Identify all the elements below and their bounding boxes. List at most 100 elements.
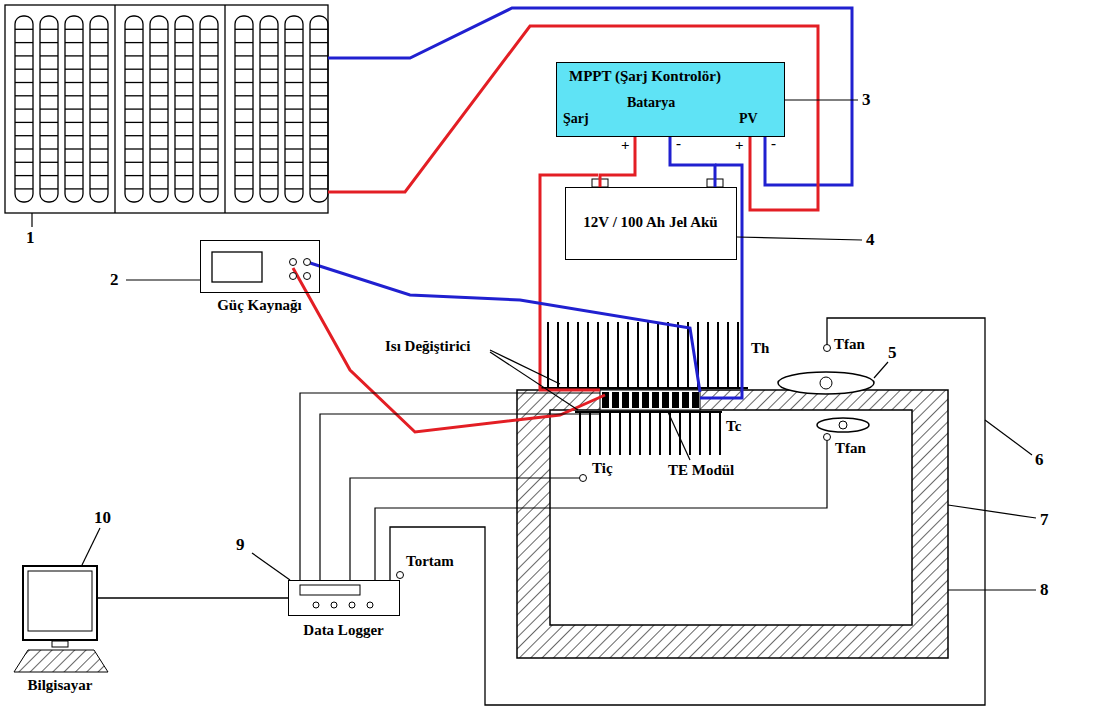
callout-number: 8: [1040, 580, 1049, 600]
leader-line: [31, 213, 32, 227]
fin: [709, 412, 711, 455]
pv-cell-line: [150, 135, 168, 136]
pv-cell-line: [65, 175, 83, 176]
pv-cell-line: [125, 135, 143, 136]
computer-stand: [52, 641, 68, 647]
pv-cell-line: [200, 55, 218, 56]
fin: [607, 322, 609, 388]
te-pellet: [662, 392, 669, 408]
fin: [597, 322, 599, 388]
pv-cell-line: [260, 188, 278, 189]
supply-terminal: [304, 273, 311, 280]
pv-cell-line: [200, 82, 218, 83]
pv-cell-line: [175, 122, 193, 123]
supply-screen: [212, 252, 262, 282]
pv-cell-line: [285, 108, 303, 109]
pv-cell-line: [90, 162, 108, 163]
node-title: Data Logger: [303, 622, 383, 639]
leader-line: [252, 553, 290, 580]
pv-cell-line: [235, 29, 253, 30]
pv-cell-line: [260, 148, 278, 149]
terminal-sign: +: [621, 137, 630, 154]
pv-cell-line: [40, 175, 58, 176]
pv-cell-line: [150, 122, 168, 123]
pv-cell-line: [235, 82, 253, 83]
pv-cell-line: [65, 42, 83, 43]
pv-cell-line: [90, 108, 108, 109]
pv-cell-line: [310, 175, 328, 176]
pv-cell-line: [235, 55, 253, 56]
pv-cell-line: [310, 162, 328, 163]
node-title: Güç Kaynağı: [217, 297, 302, 314]
port-label: Batarya: [627, 95, 675, 111]
fin: [637, 322, 639, 388]
fin: [667, 322, 669, 388]
inner-cabin: [550, 410, 912, 625]
pv-cell-line: [65, 148, 83, 149]
pv-cell-line: [310, 29, 328, 30]
pv-cell-line: [40, 69, 58, 70]
sensor-dot: [397, 572, 404, 579]
pv-cell-line: [15, 108, 33, 109]
node-title: Bilgisayar: [27, 677, 92, 694]
pv-cell-column: [260, 16, 278, 202]
pv-cell-line: [310, 95, 328, 96]
supply-terminal: [290, 273, 297, 280]
tfan-wire: [375, 441, 827, 580]
fin: [617, 322, 619, 388]
pv-cell-line: [235, 162, 253, 163]
part-label: Tfan: [834, 336, 865, 353]
pv-cell-line: [125, 122, 143, 123]
pv-cell-line: [125, 162, 143, 163]
pv-cell-line: [150, 69, 168, 70]
pv-cell-line: [285, 42, 303, 43]
pv-cell-line: [40, 95, 58, 96]
pv-cell-line: [310, 82, 328, 83]
pv-cell-line: [90, 55, 108, 56]
pv-cell-line: [150, 55, 168, 56]
supply-terminal: [290, 259, 297, 266]
computer-screen: [28, 571, 92, 631]
pv-cell-line: [285, 55, 303, 56]
leader-line: [948, 505, 1036, 518]
pv-cell-line: [15, 95, 33, 96]
pv-cell-line: [200, 69, 218, 70]
part-label: TE Modül: [668, 462, 734, 479]
fin: [589, 412, 591, 455]
pv-cell-line: [150, 175, 168, 176]
leader-line: [737, 237, 862, 240]
pv-cell-line: [125, 95, 143, 96]
te-pellet: [682, 392, 689, 408]
pv-cell-line: [65, 82, 83, 83]
pv-cell-line: [65, 55, 83, 56]
pv-cell-line: [285, 162, 303, 163]
pv-cell-line: [150, 29, 168, 30]
pv-cell-line: [235, 95, 253, 96]
fin: [647, 322, 649, 388]
node-title: 12V / 100 Ah Jel Akü: [583, 214, 717, 231]
pv-cell-column: [150, 16, 168, 202]
pv-cell-line: [310, 188, 328, 189]
fin: [619, 412, 621, 455]
pv-cell-line: [90, 122, 108, 123]
pv-cell-line: [260, 69, 278, 70]
te-pellet: [692, 392, 699, 408]
callout-number: 3: [862, 90, 871, 110]
pv-cell-line: [310, 135, 328, 136]
tc-wire: [320, 414, 600, 580]
logger-display: [300, 585, 360, 595]
charge-controller: MPPT (Şarj Kontrolör)ŞarjBataryaPV: [556, 62, 785, 137]
pv-cell-line: [285, 29, 303, 30]
pv-cell-column: [40, 16, 58, 202]
pv-cell-line: [40, 162, 58, 163]
fin: [707, 322, 709, 388]
pv-cell-line: [65, 29, 83, 30]
callout-number: 5: [888, 343, 897, 363]
fin: [557, 322, 559, 388]
pv-cell-line: [235, 69, 253, 70]
pv-cell-line: [175, 135, 193, 136]
pv-cell-line: [90, 42, 108, 43]
pv-cell-line: [200, 148, 218, 149]
pv-cell-line: [15, 122, 33, 123]
